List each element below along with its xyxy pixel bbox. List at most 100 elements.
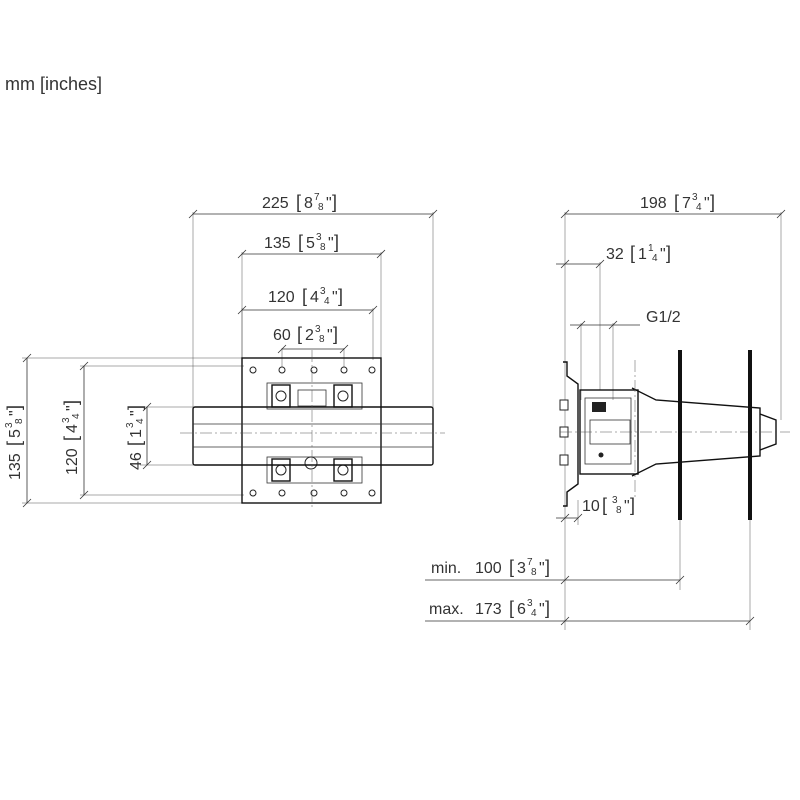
svg-text:": " <box>64 405 81 411</box>
svg-text:]: ] <box>333 324 338 344</box>
svg-text:": " <box>327 327 333 344</box>
svg-text:max.: max. <box>429 601 464 618</box>
svg-text:3: 3 <box>315 324 321 335</box>
svg-text:7: 7 <box>314 192 320 203</box>
svg-text:4: 4 <box>135 418 146 424</box>
dim-min-100: min. 100 [ 3 7 8 " ] <box>431 557 550 578</box>
svg-text:[: [ <box>61 436 81 441</box>
svg-text:4: 4 <box>652 253 658 264</box>
svg-text:[: [ <box>4 441 24 446</box>
svg-text:198: 198 <box>640 195 667 212</box>
side-view <box>425 209 790 630</box>
svg-text:[: [ <box>298 232 303 252</box>
svg-text:4: 4 <box>71 413 82 419</box>
svg-text:[: [ <box>509 598 514 618</box>
svg-text:4: 4 <box>696 202 702 213</box>
svg-text:4: 4 <box>531 608 537 619</box>
svg-text:]: ] <box>334 232 339 252</box>
svg-text:4: 4 <box>64 424 81 433</box>
wall-bracket-profile <box>563 361 579 507</box>
svg-text:7: 7 <box>682 195 691 212</box>
svg-text:[: [ <box>297 324 302 344</box>
svg-text:3: 3 <box>527 598 533 609</box>
svg-text:]: ] <box>332 192 337 212</box>
svg-text:4: 4 <box>310 289 319 306</box>
dim-60: 60 [ 2 3 8 " ] <box>273 324 338 345</box>
svg-text:3: 3 <box>517 560 526 577</box>
dim-135-left: 135 [ 5 3 8 " ] <box>4 405 25 480</box>
svg-text:173: 173 <box>475 601 502 618</box>
svg-text:100: 100 <box>475 560 502 577</box>
dim-46: 46 [ 1 3 4 " ] <box>125 405 146 470</box>
svg-text:135: 135 <box>264 235 291 252</box>
svg-text:3: 3 <box>320 286 326 297</box>
svg-text:[: [ <box>296 192 301 212</box>
svg-text:1: 1 <box>638 246 647 263</box>
dim-10: 10 [ 3 8 " ] <box>582 495 635 516</box>
dim-225: 225 [ 8 7 8 " ] <box>262 192 337 213</box>
svg-text:": " <box>328 235 334 252</box>
svg-text:[: [ <box>630 243 635 263</box>
dim-max-173: max. 173 [ 6 3 4 " ] <box>429 598 550 619</box>
svg-text:[: [ <box>302 286 307 306</box>
svg-text:225: 225 <box>262 195 289 212</box>
svg-text:]: ] <box>545 557 550 577</box>
front-view <box>22 209 445 510</box>
svg-text:3: 3 <box>612 495 618 506</box>
svg-text:5: 5 <box>306 235 315 252</box>
svg-text:": " <box>660 246 666 263</box>
svg-text:": " <box>7 410 24 416</box>
svg-text:": " <box>704 195 710 212</box>
svg-text:": " <box>624 498 630 515</box>
svg-text:5: 5 <box>7 429 24 438</box>
svg-text:3: 3 <box>316 232 322 243</box>
svg-text:[: [ <box>602 495 607 515</box>
dim-198: 198 [ 7 3 4 " ] <box>640 192 715 213</box>
svg-text:min.: min. <box>431 560 461 577</box>
svg-text:[: [ <box>125 441 145 446</box>
svg-text:2: 2 <box>305 327 314 344</box>
svg-text:32: 32 <box>606 246 624 263</box>
dim-120-left: 120 [ 4 3 4 " ] <box>61 400 82 475</box>
svg-text:4: 4 <box>324 296 330 307</box>
svg-text:8: 8 <box>320 242 326 253</box>
svg-text:120: 120 <box>268 289 295 306</box>
svg-text:10: 10 <box>582 498 600 515</box>
dim-120-top: 120 [ 4 3 4 " ] <box>268 286 343 307</box>
valve-body <box>192 406 434 466</box>
mounting-plate <box>241 357 382 504</box>
svg-text:3: 3 <box>692 192 698 203</box>
svg-text:8: 8 <box>318 202 324 213</box>
thread-label: G1/2 <box>646 309 681 326</box>
dim-135-top: 135 [ 5 3 8 " ] <box>264 232 339 253</box>
svg-text:]: ] <box>61 400 81 405</box>
svg-text:3: 3 <box>4 422 15 428</box>
svg-text:": " <box>332 289 338 306</box>
svg-text:1: 1 <box>648 243 654 254</box>
svg-text:7: 7 <box>527 557 533 568</box>
dim-32: 32 [ 1 1 4 " ] <box>606 243 671 264</box>
svg-text:3: 3 <box>61 417 72 423</box>
svg-text:": " <box>326 195 332 212</box>
svg-text:8: 8 <box>319 334 325 345</box>
svg-text:]: ] <box>4 405 24 410</box>
svg-text:46: 46 <box>128 452 145 470</box>
svg-text:8: 8 <box>616 505 622 516</box>
svg-text:]: ] <box>630 495 635 515</box>
svg-text:]: ] <box>125 405 145 410</box>
svg-text:1: 1 <box>128 429 145 438</box>
svg-text:": " <box>539 560 545 577</box>
svg-text:60: 60 <box>273 327 291 344</box>
svg-text:": " <box>128 410 145 416</box>
svg-text:]: ] <box>545 598 550 618</box>
svg-text:[: [ <box>674 192 679 212</box>
svg-text:8: 8 <box>531 567 537 578</box>
svg-text:120: 120 <box>64 448 81 475</box>
svg-text:6: 6 <box>517 601 526 618</box>
svg-text:]: ] <box>666 243 671 263</box>
svg-text:": " <box>539 601 545 618</box>
svg-text:8: 8 <box>304 195 313 212</box>
units-label: mm [inches] <box>5 74 103 94</box>
plate-holes <box>249 366 376 497</box>
